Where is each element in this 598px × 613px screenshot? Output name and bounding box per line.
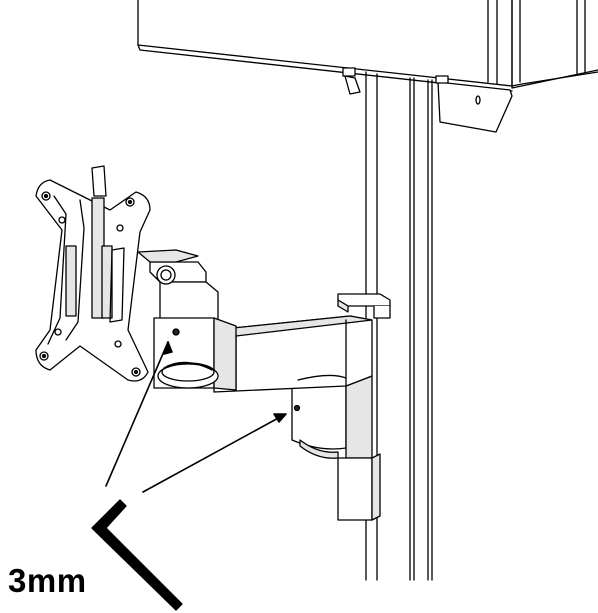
pointer-arrows xyxy=(105,341,287,493)
top-fasteners xyxy=(342,67,449,95)
pole-clamp xyxy=(337,293,391,319)
arrow-to-collar-screw xyxy=(142,415,283,493)
top-cabinet xyxy=(137,0,598,92)
arrow-to-elbow-screw xyxy=(105,341,169,487)
vesa-plate xyxy=(35,165,151,382)
lower-collar xyxy=(291,375,381,521)
horizontal-arm xyxy=(213,315,373,393)
tool-size-label: 3mm xyxy=(8,562,87,599)
hex-key-icon xyxy=(91,499,183,611)
elbow-joint xyxy=(137,249,237,391)
cabinet-bracket xyxy=(437,81,513,133)
